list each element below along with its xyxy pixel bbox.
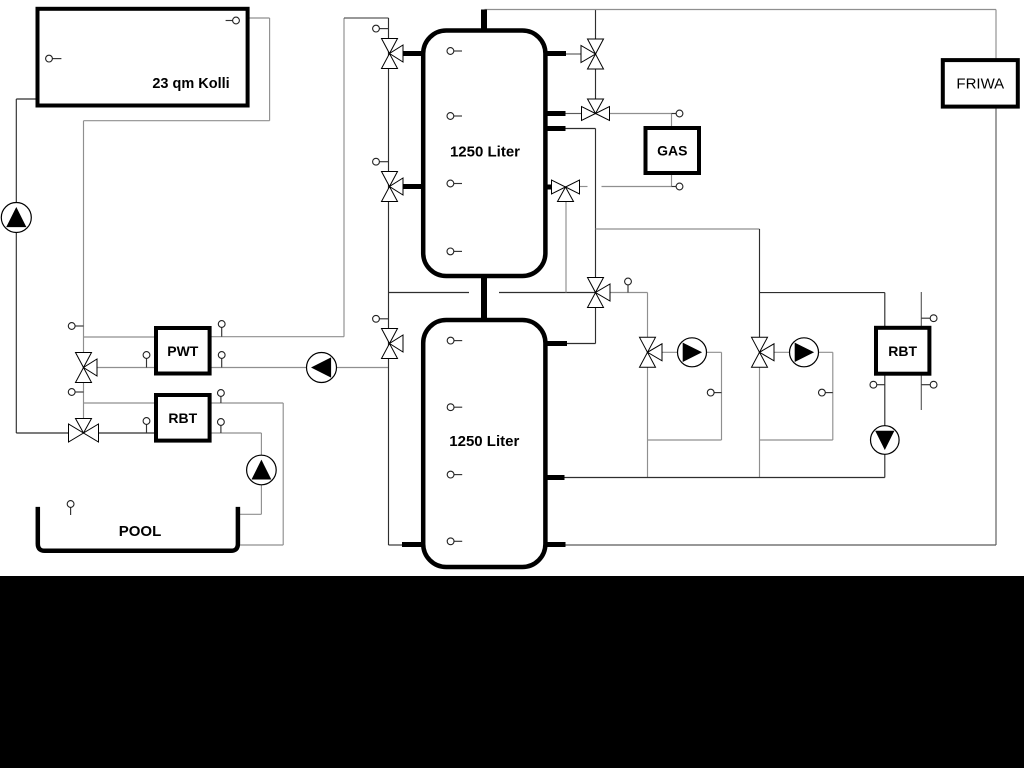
svg-text:RBT: RBT <box>888 343 917 359</box>
svg-text:GAS: GAS <box>657 143 687 159</box>
svg-text:23 qm Kolli: 23 qm Kolli <box>152 76 229 92</box>
svg-text:RBT: RBT <box>168 410 197 426</box>
svg-text:FRIWA: FRIWA <box>956 75 1004 92</box>
svg-text:POOL: POOL <box>119 523 162 540</box>
svg-text:1250 Liter: 1250 Liter <box>449 433 519 450</box>
svg-text:PWT: PWT <box>167 343 199 359</box>
svg-text:1250 Liter: 1250 Liter <box>450 144 520 161</box>
